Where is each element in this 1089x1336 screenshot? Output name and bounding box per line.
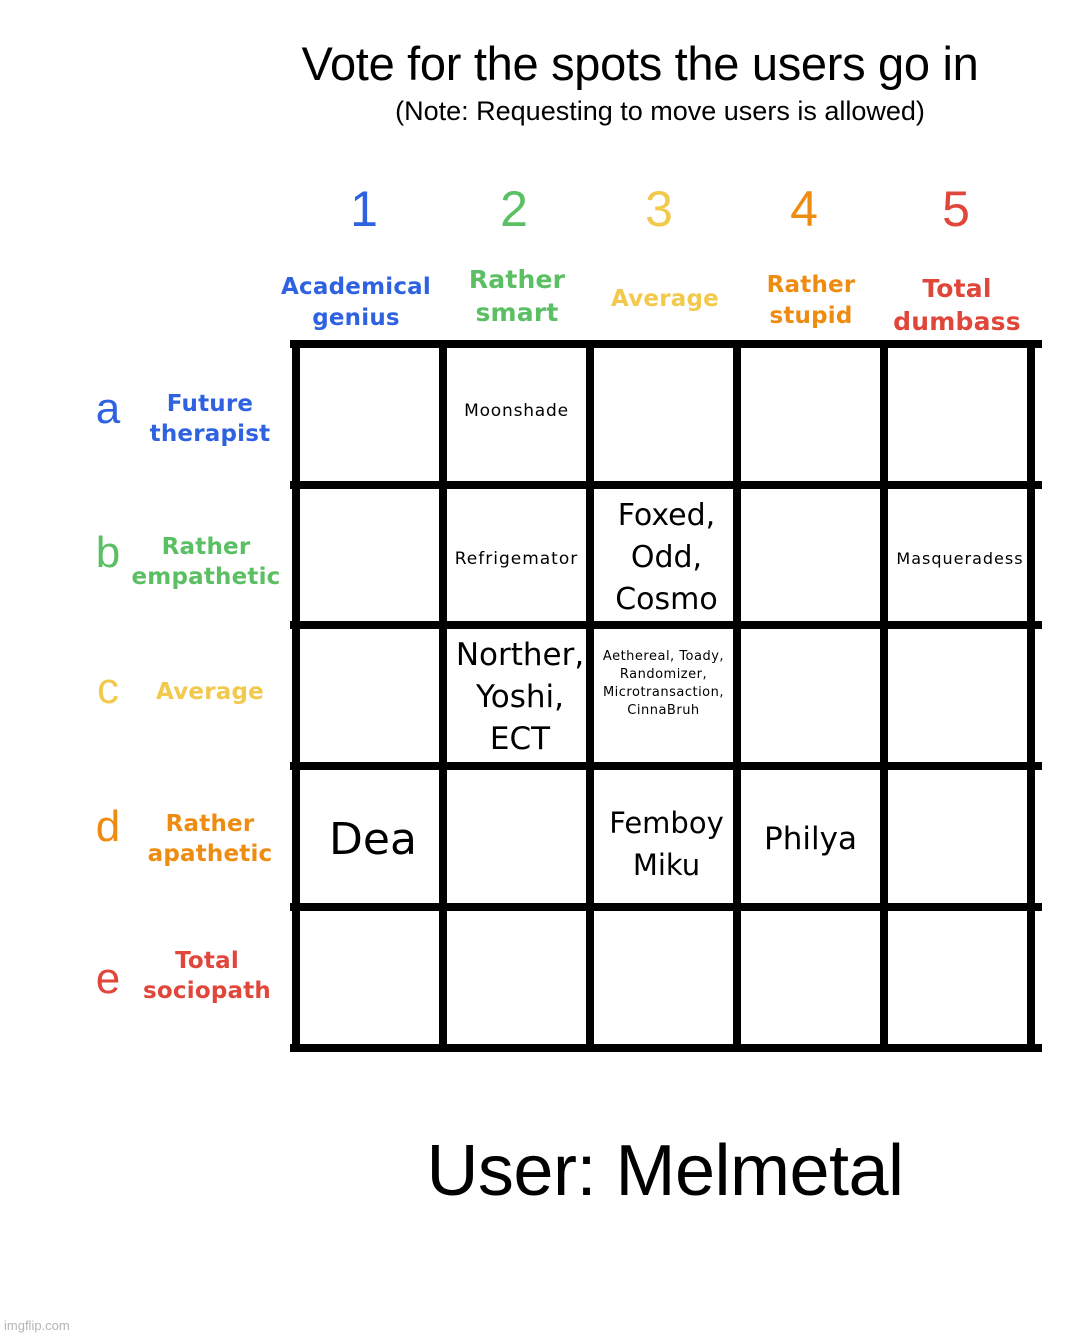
user-name-caption: User: Melmetal	[426, 1131, 904, 1211]
cell-a2[interactable]: Moonshade	[464, 401, 569, 421]
page-note: (Note: Requesting to move users is allow…	[395, 96, 925, 126]
cell-e5[interactable]	[888, 911, 1027, 1044]
imgflip-watermark: imgflip.com	[4, 1318, 70, 1333]
grid-line-v5	[1027, 340, 1035, 1052]
grid-line-h4	[290, 903, 1042, 911]
row-letter-a: a	[95, 384, 121, 433]
row-letter-e: e	[95, 954, 121, 1003]
cell-c3[interactable]: Aethereal, Toady, Randomizer, Microtrans…	[602, 649, 725, 718]
page-title: Vote for the spots the users go in	[301, 37, 979, 90]
grid-line-v4	[880, 340, 888, 1052]
column-number-4: 4	[790, 181, 818, 237]
grid-line-v1	[439, 340, 447, 1052]
row-letter-c: c	[97, 664, 119, 713]
cell-a1[interactable]	[300, 348, 439, 481]
row-letter-b: b	[95, 528, 121, 577]
cell-c5[interactable]	[888, 629, 1027, 762]
cell-e1[interactable]	[300, 911, 439, 1044]
column-label-4: Rather stupid	[766, 272, 856, 329]
grid-line-v2	[586, 340, 594, 1052]
column-label-1: Academical genius	[281, 274, 431, 331]
grid-line-h3	[290, 762, 1042, 770]
cell-a3[interactable]	[594, 348, 733, 481]
column-number-5: 5	[942, 181, 970, 237]
grid-line-v0	[292, 340, 300, 1052]
cell-b1[interactable]	[300, 489, 439, 621]
cell-b4[interactable]	[741, 489, 880, 621]
row-label-c: Average	[156, 679, 264, 705]
cell-a4[interactable]	[741, 348, 880, 481]
column-number-2: 2	[500, 181, 528, 237]
grid-line-h1	[290, 481, 1042, 489]
cell-c1[interactable]	[300, 629, 439, 762]
cell-b5[interactable]: Masqueradess	[896, 549, 1024, 568]
cell-d2[interactable]	[447, 770, 586, 903]
grid-line-h2	[290, 621, 1042, 629]
cell-d1[interactable]: Dea	[329, 813, 417, 865]
column-label-2: Rather smart	[468, 265, 566, 327]
cell-b3[interactable]: Foxed, Odd, Cosmo	[615, 498, 718, 617]
cell-e3[interactable]	[594, 911, 733, 1044]
cell-d5[interactable]	[888, 770, 1027, 903]
row-label-a: Future therapist	[149, 391, 271, 447]
column-number-3: 3	[645, 181, 673, 237]
cell-e2[interactable]	[447, 911, 586, 1044]
cell-c4[interactable]	[741, 629, 880, 762]
grid-line-h5	[290, 1044, 1042, 1052]
cell-b2[interactable]: Refrigemator	[454, 549, 579, 569]
row-label-d: Rather apathetic	[147, 811, 273, 867]
row-letter-d: d	[95, 802, 121, 851]
row-label-e: Total sociopath	[143, 948, 271, 1004]
column-label-5: Total dumbass	[893, 274, 1021, 336]
row-label-b: Rather empathetic	[131, 534, 281, 590]
grid-line-v3	[733, 340, 741, 1052]
column-number-1: 1	[350, 181, 378, 237]
cell-a5[interactable]	[888, 348, 1027, 481]
column-label-3: Average	[611, 286, 719, 312]
cell-c2[interactable]: Norther, Yoshi, ECT	[455, 637, 585, 757]
cell-d3[interactable]: Femboy Miku	[609, 806, 724, 882]
cell-d4[interactable]: Philya	[764, 821, 857, 857]
cell-e4[interactable]	[741, 911, 880, 1044]
grid-line-h0	[290, 340, 1042, 348]
